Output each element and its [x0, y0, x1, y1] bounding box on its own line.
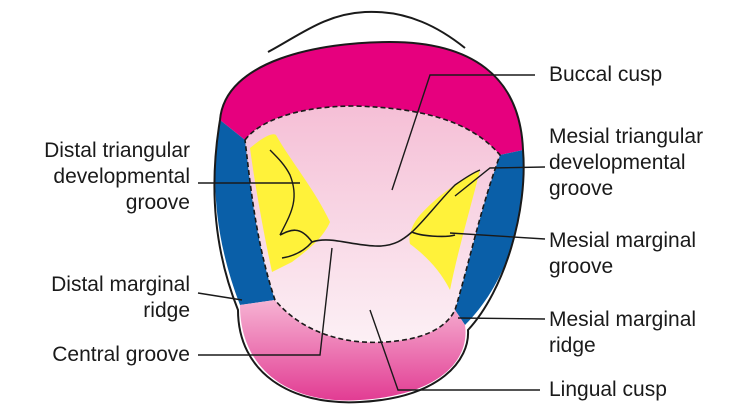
- label-central-groove: Central groove: [52, 342, 190, 368]
- label-buccal-cusp: Buccal cusp: [549, 62, 662, 88]
- label-mesial-marginal-groove: Mesial marginal groove: [549, 228, 696, 280]
- label-lingual-cusp: Lingual cusp: [549, 377, 667, 403]
- label-distal-marginal-ridge: Distal marginal ridge: [51, 272, 190, 324]
- label-mesial-triangular-groove: Mesial triangular developmental groove: [549, 124, 703, 202]
- label-distal-triangular-groove: Distal triangular developmental groove: [44, 138, 190, 216]
- label-mesial-marginal-ridge: Mesial marginal ridge: [549, 307, 696, 359]
- leader-distal-marginal-ridge: [198, 293, 242, 300]
- leader-mesial-marginal-ridge: [458, 318, 545, 319]
